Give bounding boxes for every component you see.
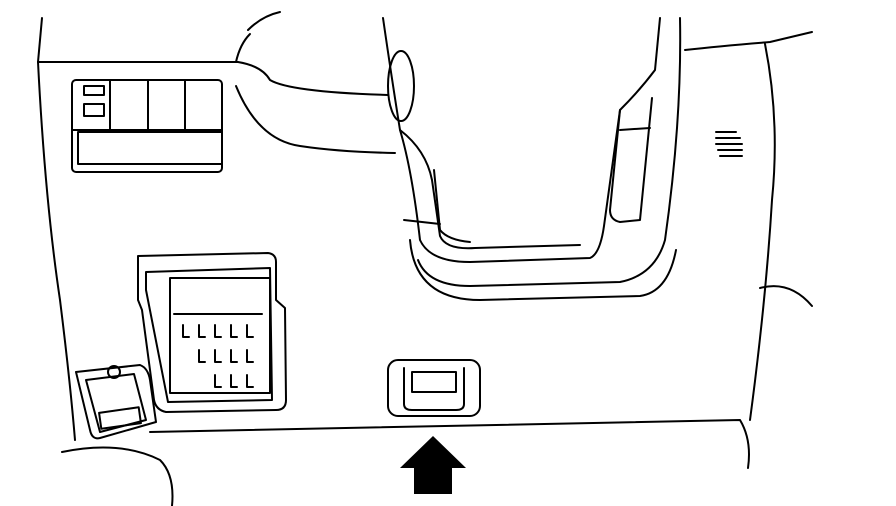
vent-slots [715,131,743,157]
arrow-up-icon [400,436,466,494]
ignition-ring [387,50,415,122]
switch-panel [71,79,223,173]
fuse-icon [246,349,254,363]
screw-icon [107,365,121,379]
fuse-box [137,252,287,413]
steering-column-opening [382,17,682,301]
instrument-panel-outline [37,11,813,506]
fuse-icon [246,374,254,388]
fuse-icon [198,349,206,363]
fuse-icon [230,324,238,338]
hood-release-handle [387,359,481,417]
diagnostic-connector [75,364,157,440]
fuse-icon [214,349,222,363]
fuse-icon [246,324,254,338]
fuse-icon [182,324,190,338]
fuse-icon [198,324,206,338]
fuse-icon [214,374,222,388]
fuse-icon [230,374,238,388]
fuse-icon [214,324,222,338]
fuse-icon [230,349,238,363]
fuse-array [182,324,254,388]
